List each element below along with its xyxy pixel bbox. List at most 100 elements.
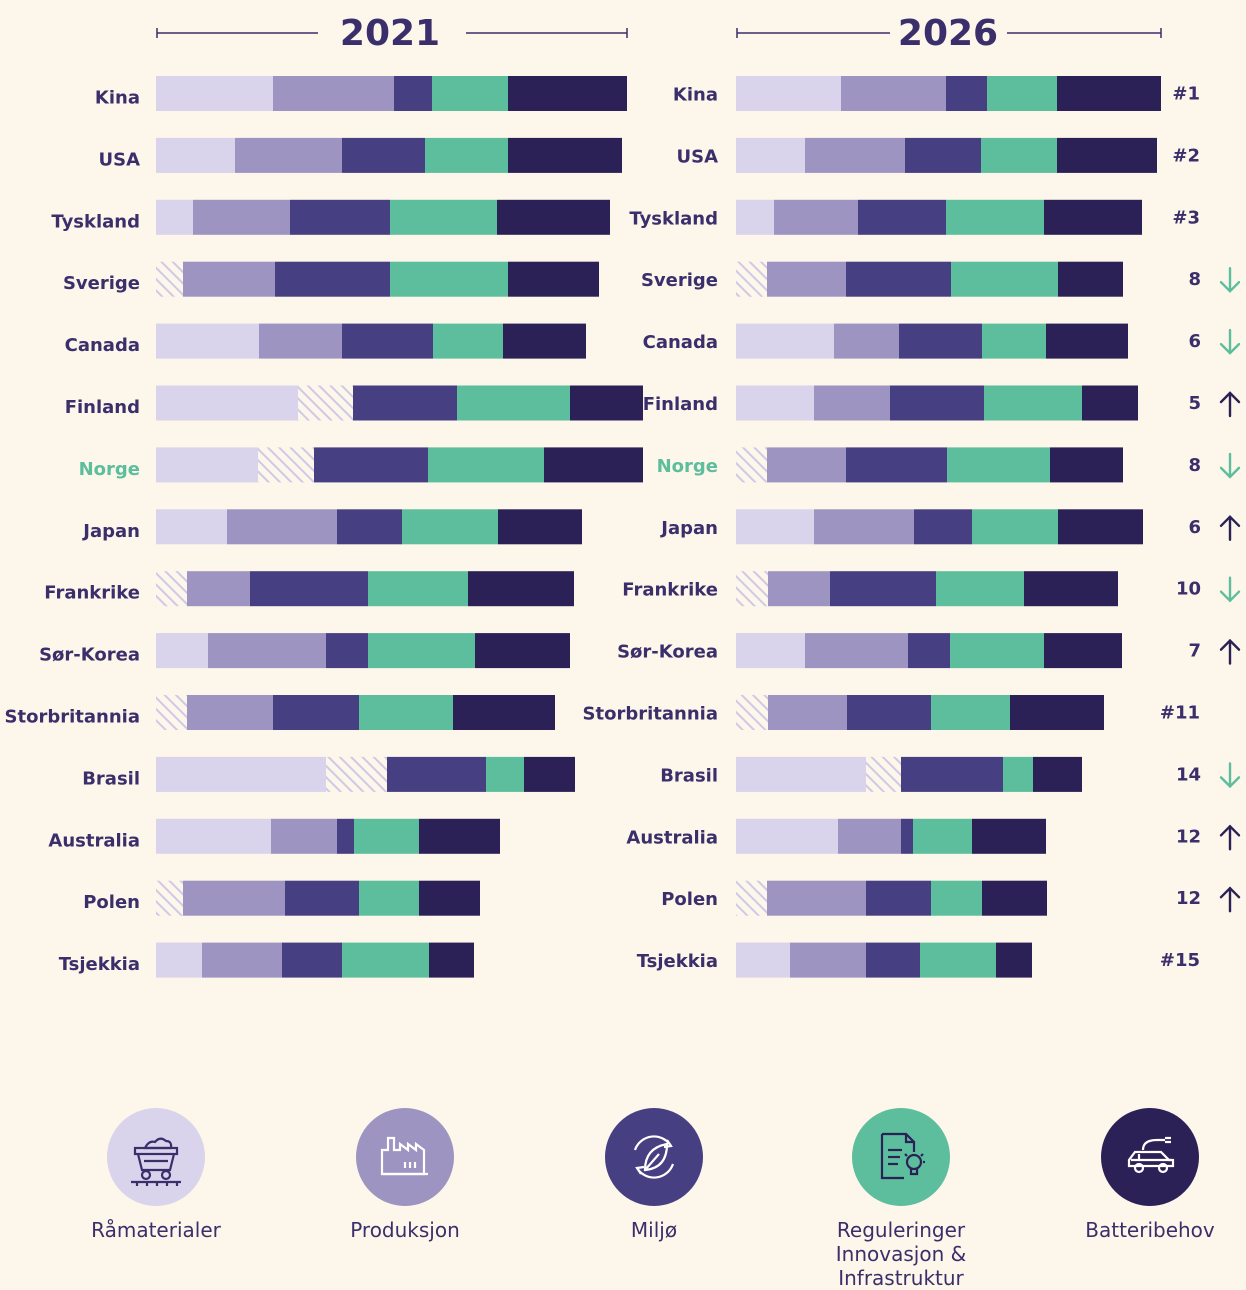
bar-segment-reguleringer (931, 695, 1010, 730)
bar-segment-miljø (337, 509, 402, 545)
country-label: Sør-Korea (617, 642, 718, 663)
bar-segment-reguleringer (984, 385, 1082, 421)
bar-segment-produksjon (841, 76, 946, 111)
bar-segment-råmaterialer (736, 509, 814, 545)
bar-segment-miljø (866, 942, 920, 978)
arrow-down-icon (1219, 328, 1241, 355)
bar-segment-miljø (901, 756, 1003, 792)
rank-label: #15 (1160, 950, 1200, 971)
bar-segment-reguleringer (920, 942, 996, 978)
bar-segment-råmaterialer (156, 447, 258, 483)
bar-segment-reguleringer (987, 76, 1057, 111)
bar-segment-produksjon (767, 880, 866, 916)
bar-segment-produksjon (805, 633, 908, 669)
bar-segment-miljø (866, 880, 931, 916)
bar-segment-batteribehov (570, 385, 643, 421)
leaf-cycle-icon (633, 1135, 675, 1179)
bar-segment-reguleringer (457, 385, 570, 421)
bar-segment-reguleringer (951, 261, 1058, 297)
country-label: Tyskland (51, 211, 140, 232)
bar-segment-miljø (914, 509, 972, 545)
country-label: Australia (48, 830, 140, 851)
bar-segment-produksjon (834, 323, 899, 359)
country-label: Sverige (63, 273, 140, 294)
bar-segment-råmaterialer (736, 137, 805, 173)
bar-segment-råmaterialer (736, 385, 814, 421)
bar-segment-batteribehov (1044, 633, 1122, 669)
legend: Råmaterialer Produksjon Miljø (0, 1100, 1246, 1290)
bar-segment-miljø (846, 447, 947, 483)
arrow-down-icon (1219, 267, 1241, 293)
country-label: Australia (626, 827, 718, 848)
legend-item-miljo: Miljø (534, 1108, 774, 1242)
rank-label: 7 (1188, 641, 1201, 662)
bar-segment-miljø (285, 880, 359, 916)
country-label: Tyskland (629, 208, 718, 229)
bar-segment-reguleringer (432, 76, 508, 111)
bar-segment-batteribehov (508, 76, 627, 111)
bar-segment-reguleringer (913, 818, 972, 854)
bar-segment-batteribehov (1082, 385, 1138, 421)
bar-segment-produksjon (805, 137, 905, 173)
bar-segment-produksjon (183, 261, 275, 297)
bar-segment-reguleringer (486, 756, 524, 792)
rank-label: #1 (1172, 84, 1200, 105)
country-label: Japan (81, 521, 140, 542)
document-bulb-icon (880, 1132, 925, 1180)
rank-label: 10 (1176, 579, 1201, 600)
bar-segment-reguleringer (390, 199, 497, 235)
bar-segment-råmaterialer (156, 756, 326, 792)
bar-segment-reguleringer (981, 137, 1057, 173)
bar-segment-miljø (946, 76, 987, 111)
bar-segment-batteribehov (972, 818, 1046, 854)
country-label: Polen (83, 892, 140, 913)
legend-swatch-reguleringer (852, 1108, 950, 1206)
bar-segment-reguleringer (359, 880, 419, 916)
bar-segment-reguleringer (946, 199, 1044, 235)
bar-segment-hatched (326, 756, 387, 792)
bar-segment-batteribehov (429, 942, 474, 978)
bar-segment-miljø (353, 385, 457, 421)
bar-segment-batteribehov (1058, 509, 1143, 545)
bar-segment-reguleringer (342, 942, 429, 978)
bar-segment-produksjon (790, 942, 866, 978)
bar-segment-produksjon (193, 199, 290, 235)
bar-segment-produksjon (774, 199, 858, 235)
rank-label: #2 (1172, 145, 1200, 166)
bar-segment-batteribehov (996, 942, 1032, 978)
electric-car-icon (1127, 1136, 1175, 1174)
bar-segment-batteribehov (1044, 199, 1142, 235)
bar-segment-miljø (290, 199, 390, 235)
bar-segment-produksjon (767, 261, 846, 297)
country-label: Norge (79, 459, 140, 480)
bar-segment-batteribehov (1024, 571, 1118, 607)
bar-segment-råmaterialer (156, 633, 208, 669)
bar-segment-reguleringer (982, 323, 1046, 359)
bar-segment-produksjon (202, 942, 282, 978)
arrow-up-icon (1219, 638, 1241, 665)
bar-segment-miljø (905, 137, 981, 173)
country-label: USA (676, 146, 718, 167)
arrow-up-icon (1219, 391, 1241, 418)
bar-segment-hatched (298, 385, 353, 421)
bar-segment-produksjon (235, 137, 342, 173)
bar-segment-batteribehov (498, 509, 582, 545)
bar-segment-reguleringer (359, 695, 453, 730)
bar-segment-produksjon (271, 818, 337, 854)
bar-segment-miljø (858, 199, 946, 235)
bar-segment-miljø (342, 137, 425, 173)
bar-segment-reguleringer (950, 633, 1044, 669)
bar-segment-miljø (273, 695, 359, 730)
bar-segment-råmaterialer (156, 509, 227, 545)
bar-segment-reguleringer (368, 633, 475, 669)
country-label: Frankrike (622, 580, 718, 601)
bar-segment-reguleringer (947, 447, 1050, 483)
bar-segment-batteribehov (982, 880, 1047, 916)
mine-cart-icon (131, 1137, 181, 1186)
bar-segment-reguleringer (428, 447, 544, 483)
country-label: Storbritannia (583, 704, 718, 725)
bar-segment-miljø (342, 323, 433, 359)
bar-segment-batteribehov (1057, 137, 1157, 173)
bar-segment-råmaterialer (156, 880, 183, 916)
bar-segment-reguleringer (425, 137, 508, 173)
